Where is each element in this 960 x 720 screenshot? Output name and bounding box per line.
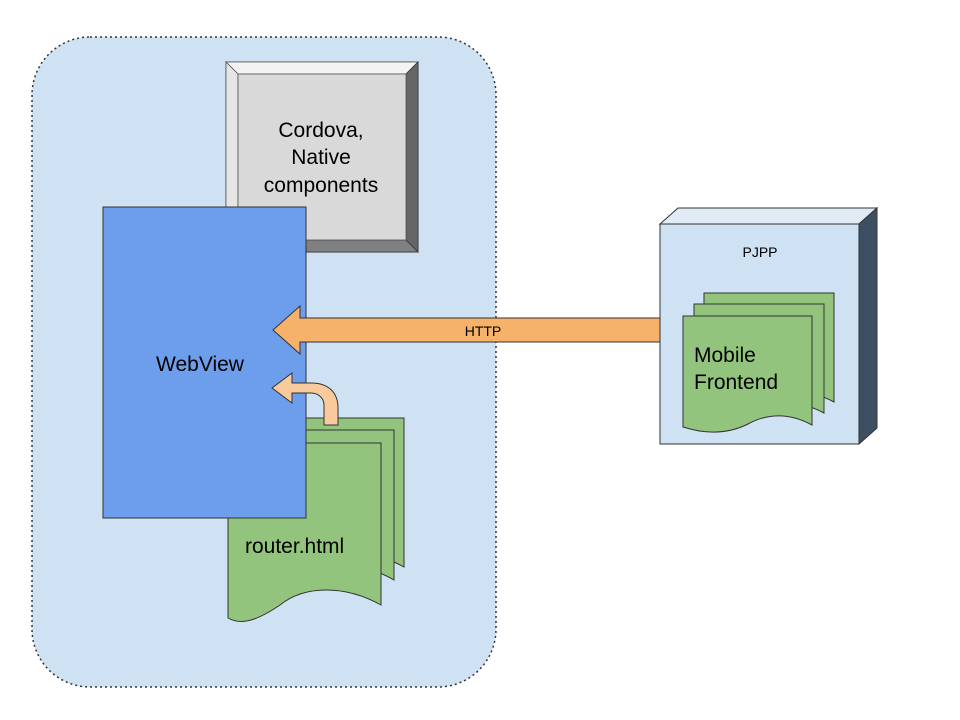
http-label: HTTP: [465, 323, 502, 339]
frontend-label-line1: Mobile: [694, 344, 756, 367]
native-label-line1: Cordova,: [278, 119, 363, 142]
webview-label: WebView: [156, 353, 245, 376]
frontend-label-line2: Frontend: [694, 371, 778, 394]
native-label-line3: components: [264, 174, 378, 197]
mobile-frontend-documents: Mobile Frontend: [682, 292, 835, 433]
native-label-line2: Native: [291, 146, 351, 169]
webview-box: WebView: [102, 206, 307, 519]
http-arrow: HTTP: [272, 304, 699, 356]
native-components-box: Cordova, Native components: [225, 61, 419, 253]
router-to-webview-arrow: [271, 372, 339, 426]
server-label: PJPP: [742, 244, 777, 260]
router-label: router.html: [245, 535, 344, 558]
